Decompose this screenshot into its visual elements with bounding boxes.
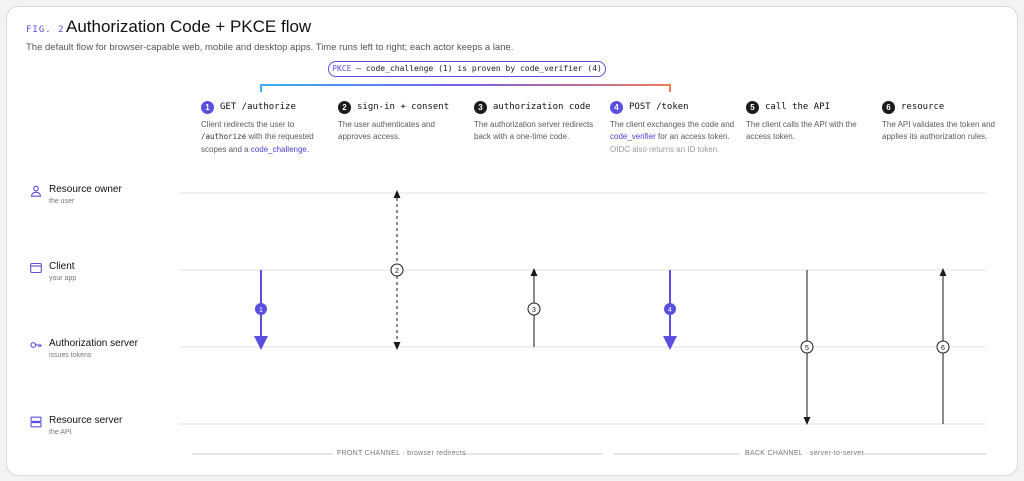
step-1-desc-end: . [306, 144, 310, 154]
window-icon [30, 262, 42, 274]
step-2-description: The user authenticates and approves acce… [338, 120, 435, 142]
step-5-description: The client calls the API with the access… [746, 120, 857, 142]
key-icon [30, 342, 42, 348]
step-4-label: POST /token [629, 102, 689, 112]
arrow-step-6: 6 [936, 268, 950, 424]
step-5-number: 5 [746, 100, 759, 114]
step-3: 3 authorization code The authorization se… [474, 100, 604, 144]
code-challenge-link[interactable]: code_challenge [250, 144, 307, 154]
step-2-number: 2 [338, 100, 351, 114]
pkce-note-text: — code_challenge (1) is proven by code_v… [351, 64, 602, 73]
front-channel-label: FRONT CHANNEL · browser redirects [337, 450, 466, 457]
pkce-keyword: PKCE [332, 64, 352, 73]
pkce-bracket [260, 84, 671, 92]
step-4-oidc-note: OIDC also returns an ID token. [610, 144, 720, 154]
arrow-5-label: 5 [805, 345, 809, 352]
step-6-number: 6 [882, 100, 895, 114]
arrow-step-2: 2 [390, 190, 404, 350]
actor-name: Resource owner [49, 184, 122, 195]
step-5-label: call the API [765, 102, 831, 112]
arrow-4-label: 4 [668, 307, 672, 314]
step-1-label: GET /authorize [220, 102, 296, 112]
arrow-step-1: 1 [254, 270, 268, 350]
step-4-description: The client exchanges the code and code_v… [610, 119, 740, 156]
arrow-step-5: 5 [800, 270, 814, 425]
step-1-number: 1 [201, 100, 214, 114]
person-icon [30, 185, 42, 197]
step-2-label: sign-in + consent [357, 102, 450, 112]
actor-name: Authorization server [49, 338, 138, 349]
arrow-6-label: 6 [941, 345, 945, 352]
step-3-number: 3 [474, 100, 487, 114]
step-4-desc-text: The client exchanges the code and [610, 120, 735, 129]
code-verifier-link[interactable]: code_verifier [610, 132, 656, 142]
step-6-label: resource [901, 102, 945, 112]
step-4-desc-text-2: for an access token. [655, 132, 730, 142]
actor-name: Resource server [49, 415, 123, 426]
pkce-note-pill: PKCE — code_challenge (1) is proven by c… [328, 61, 606, 77]
step-1-desc-text-2: with the requested scopes and a [201, 132, 314, 154]
step-2: 2 sign-in + consent The user authenticate… [338, 100, 468, 144]
arrow-step-3: 3 [527, 268, 541, 347]
actor-sub: issues tokens [49, 352, 92, 359]
step-4-number: 4 [610, 100, 623, 114]
actor-sub: the API [49, 429, 72, 436]
arrow-2-label: 2 [395, 268, 399, 275]
step-1-desc-text: Client redirects the user to [201, 120, 295, 129]
step-6: 6 resource The API validates the token an… [882, 100, 1012, 144]
page-title: Authorization Code + PKCE flow [66, 17, 312, 36]
arrow-step-4: 4 [663, 270, 677, 350]
actor-name: Client [49, 261, 75, 272]
actor-sub: your app [49, 275, 77, 282]
step-1: 1 GET /authorize Client redirects the use… [201, 100, 331, 156]
server-icon [30, 416, 42, 428]
step-6-description: The API validates the token and applies … [882, 120, 995, 142]
arrow-3-label: 3 [532, 307, 536, 314]
step-4: 4 POST /token The client exchanges the co… [610, 100, 740, 156]
step-1-desc-code: /authorize [201, 132, 247, 142]
step-3-label: authorization code [493, 102, 591, 112]
step-3-description: The authorization server redirects back … [474, 120, 594, 142]
arrow-1-label: 1 [259, 307, 263, 314]
back-channel-label: BACK CHANNEL · server-to-server [745, 450, 865, 457]
step-5: 5 call the API The client calls the API w… [746, 100, 876, 144]
figure-label: FIG. 2 [26, 25, 65, 35]
step-1-description: Client redirects the user to /authorize … [201, 119, 331, 156]
page-subtitle: The default flow for browser-capable web… [26, 42, 514, 53]
actor-sub: the user [49, 198, 75, 205]
